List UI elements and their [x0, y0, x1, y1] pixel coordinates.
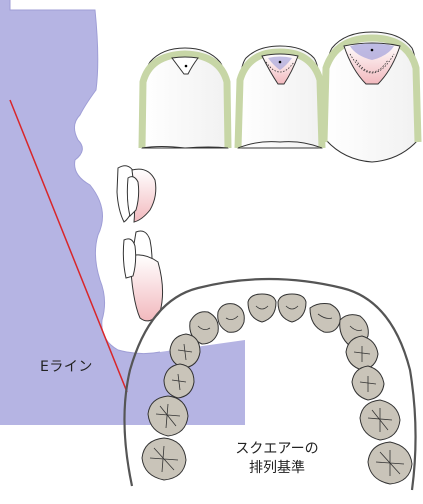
arch-caption-line2: 排列基準	[222, 459, 332, 478]
tooth-central-incisor-left	[248, 294, 276, 322]
incisor-crowns	[142, 32, 419, 162]
arch-caption-line1: スクエアーの	[222, 440, 332, 459]
tooth-lateral-incisor-left	[218, 304, 245, 333]
arch-caption: スクエアーの 排列基準	[222, 440, 332, 478]
incisor-side-view	[117, 166, 163, 321]
tooth-central-incisor-right	[278, 294, 306, 322]
e-line-label: Eライン	[40, 356, 93, 376]
